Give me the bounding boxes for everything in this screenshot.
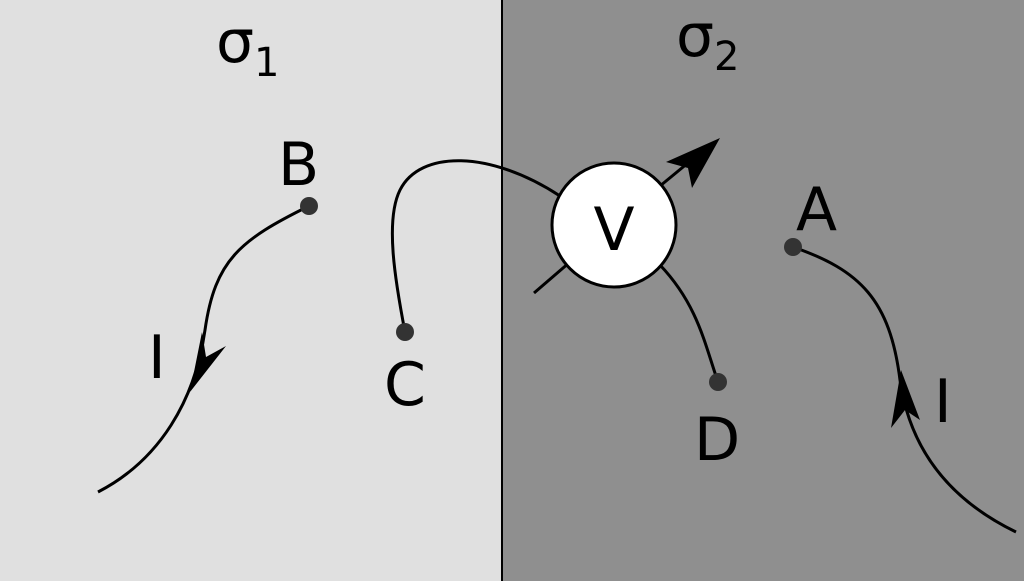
meter-pointer-arrow bbox=[666, 138, 720, 188]
voltmeter-label: V bbox=[593, 195, 634, 265]
point-B bbox=[300, 197, 318, 215]
label-point-C: C bbox=[384, 350, 426, 420]
current-arrow-right bbox=[891, 370, 920, 428]
label-point-A: A bbox=[796, 175, 837, 245]
point-D bbox=[709, 373, 727, 391]
lead-to-C bbox=[390, 159, 561, 333]
current-arrow-left bbox=[190, 332, 226, 392]
point-A bbox=[784, 238, 802, 256]
label-current-left: I bbox=[148, 323, 166, 393]
label-point-D: D bbox=[694, 405, 740, 475]
region-sigma1 bbox=[0, 0, 502, 581]
current-path-left bbox=[97, 204, 310, 494]
meter-pointer-tail bbox=[533, 260, 571, 295]
label-sigma1: σ1 bbox=[216, 7, 279, 86]
lead-to-D bbox=[658, 263, 720, 383]
label-sigma2: σ2 bbox=[676, 1, 739, 80]
voltmeter-circle bbox=[550, 161, 678, 289]
point-C bbox=[396, 323, 414, 341]
region-sigma2 bbox=[502, 0, 1024, 581]
label-current-right: I bbox=[934, 367, 952, 437]
label-point-B: B bbox=[278, 130, 319, 200]
